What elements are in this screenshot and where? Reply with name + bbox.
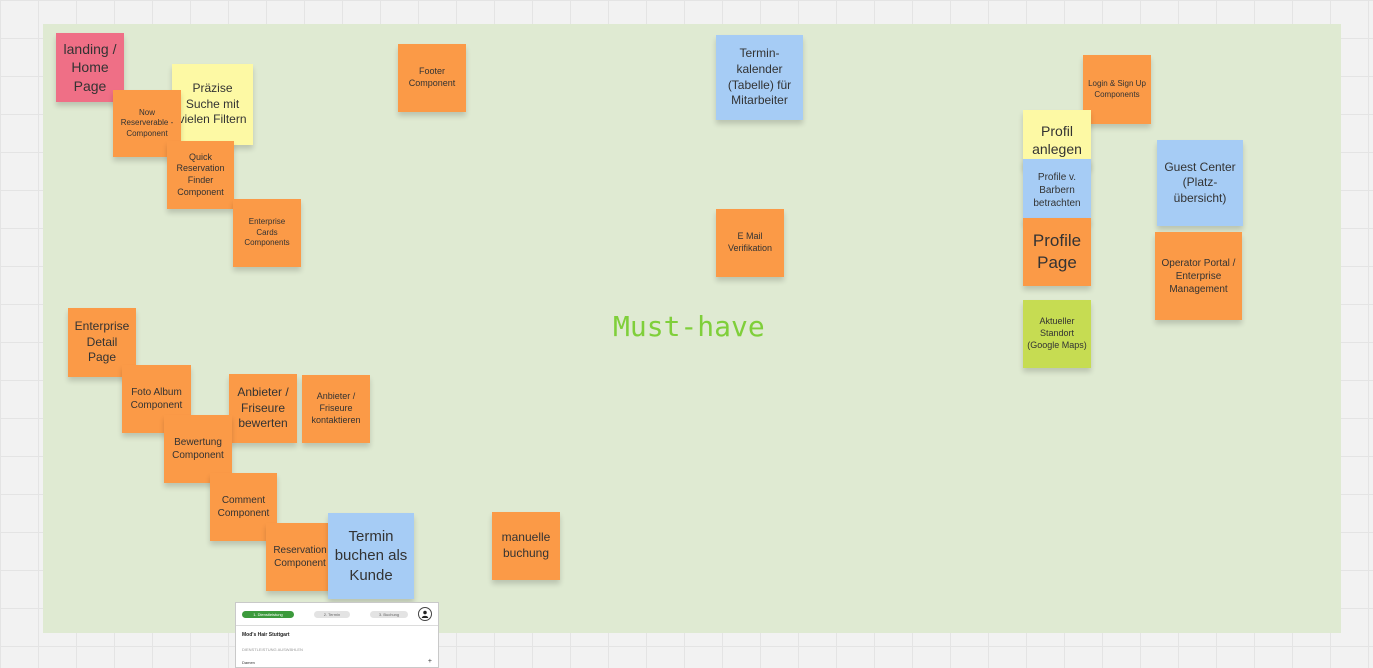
- user-icon-glyph: [421, 610, 429, 618]
- mockup-step-2[interactable]: 2. Termin: [314, 610, 350, 618]
- mockup-service-row[interactable]: Damen +: [236, 652, 438, 665]
- note-login-signup[interactable]: Login & Sign Up Components: [1083, 55, 1151, 124]
- frame-title: Must-have: [613, 310, 765, 343]
- note-manuelle-buchung[interactable]: manuelle buchung: [492, 512, 560, 580]
- note-footer[interactable]: Footer Component: [398, 44, 466, 112]
- note-landing-page[interactable]: landing / Home Page: [56, 33, 124, 102]
- note-operator-portal[interactable]: Operator Portal / Enterprise Management: [1155, 232, 1242, 320]
- mockup-divider: [236, 625, 438, 626]
- note-praezise-suche[interactable]: Präzise Suche mit vielen Filtern: [172, 64, 253, 145]
- mockup-step-3[interactable]: 3. Buchung: [370, 610, 408, 618]
- booking-mockup-thumbnail[interactable]: 1. Dienstleistung 2. Termin 3. Buchung M…: [235, 602, 439, 668]
- note-profile-page[interactable]: Profile Page: [1023, 218, 1091, 286]
- note-termin-buchen[interactable]: Termin buchen als Kunde: [328, 513, 414, 599]
- note-profil-anlegen[interactable]: Profil anlegen: [1023, 110, 1091, 168]
- note-email-verifikation[interactable]: E Mail Verifikation: [716, 209, 784, 277]
- note-quick-reservation[interactable]: Quick Reservation Finder Component: [167, 141, 234, 209]
- mockup-stepper: 1. Dienstleistung 2. Termin 3. Buchung: [236, 603, 438, 621]
- note-anbieter-bewerten[interactable]: Anbieter / Friseure bewerten: [229, 374, 297, 443]
- plus-icon[interactable]: +: [427, 658, 432, 665]
- note-profile-barbern[interactable]: Profile v. Barbern betrachten: [1023, 159, 1091, 222]
- mockup-shop-name: Mod's Hair Stuttgart: [242, 632, 290, 638]
- note-anbieter-kontaktieren[interactable]: Anbieter / Friseure kontaktieren: [302, 375, 370, 443]
- note-aktueller-standort[interactable]: Aktueller Standort (Google Maps): [1023, 300, 1091, 368]
- note-terminkalender[interactable]: Termin-kalender (Tabelle) für Mitarbeite…: [716, 35, 803, 120]
- mockup-step-1[interactable]: 1. Dienstleistung: [242, 610, 294, 618]
- note-comment[interactable]: Comment Component: [210, 473, 277, 541]
- note-guest-center[interactable]: Guest Center (Platz-übersicht): [1157, 140, 1243, 226]
- mockup-subtitle: DIENSTLEISTUNG AUSWÄHLEN: [242, 647, 303, 652]
- note-enterprise-cards[interactable]: Enterprise Cards Components: [233, 199, 301, 267]
- note-bewertung[interactable]: Bewertung Component: [164, 415, 232, 483]
- note-reservation[interactable]: Reservation Component: [266, 523, 334, 591]
- mockup-service-label: Damen: [242, 660, 255, 665]
- user-icon[interactable]: [418, 607, 432, 621]
